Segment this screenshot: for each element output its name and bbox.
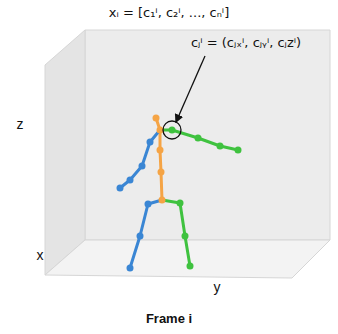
joint-formula: cⱼⁱ = (cⱼₓⁱ, cⱼᵧⁱ, cⱼzⁱ): [191, 36, 301, 50]
right-leg-bones: [162, 200, 190, 266]
left-arm-bones: [120, 130, 160, 188]
sequence-formula: xᵢ = [c₁ⁱ, c₂ⁱ, ..., cₙⁱ]: [109, 6, 230, 20]
figure-caption: Frame i: [146, 312, 192, 326]
back-wall: [85, 30, 330, 240]
callout-arrow: [176, 56, 205, 123]
highlight-ring: [163, 121, 181, 139]
skeleton: [120, 118, 238, 268]
skeleton-joints: [117, 115, 242, 272]
axis-label: x: [37, 248, 44, 263]
axis-label: y: [214, 280, 221, 295]
side-wall: [45, 30, 85, 275]
left-leg-bones: [130, 200, 162, 268]
axis-label: z: [17, 117, 24, 132]
